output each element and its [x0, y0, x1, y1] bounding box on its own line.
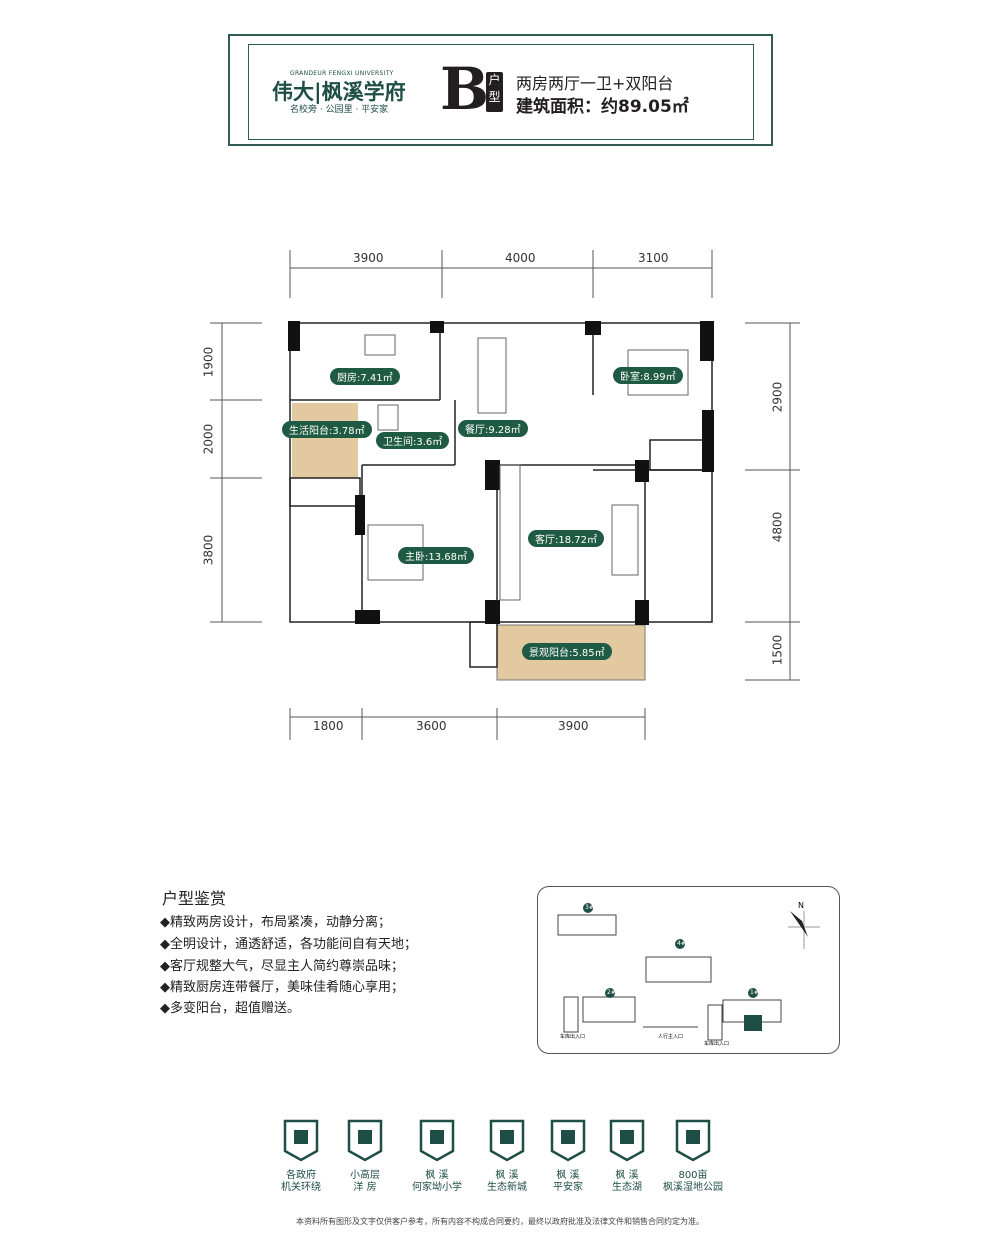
amenity-line1: 枫 溪	[495, 1170, 519, 1181]
tree-icon	[673, 1118, 713, 1162]
amenity-line2: 机关环绕	[281, 1182, 321, 1193]
amenity-line2: 生态湖	[612, 1182, 642, 1193]
unit-layout: 两房两厅一卫+双阳台	[516, 74, 674, 93]
building-label: 4#	[677, 940, 686, 947]
dim-top-2: 4000	[505, 251, 536, 265]
compass-icon	[790, 911, 808, 937]
entrance-label: 车库出入口	[704, 1041, 730, 1047]
feature-item: ◆精致厨房连带餐厅，美味佳肴随心享用；	[160, 980, 404, 995]
furniture	[364, 334, 689, 601]
amenity-label: 800亩枫溪湿地公园	[653, 1170, 733, 1194]
amenity-label: 各政府机关环绕	[261, 1170, 341, 1194]
unit-highlight	[744, 1015, 762, 1031]
north-label: N	[798, 901, 804, 910]
building-label: 3#	[585, 904, 594, 911]
amenity-line1: 各政府	[286, 1170, 316, 1181]
floor-plan	[210, 250, 800, 740]
entrance-label: 人行主入口	[658, 1034, 684, 1040]
dim-left-2: 2000	[201, 423, 216, 455]
structural-columns	[288, 321, 714, 625]
logo-english: GRANDEUR FENGXI UNIVERSITY	[290, 70, 394, 77]
lake-tree-icon	[607, 1118, 647, 1162]
amenity-line2: 洋 房	[353, 1182, 377, 1193]
officer-icon	[281, 1118, 321, 1162]
dining-table	[477, 337, 507, 414]
dim-bottom-3: 3900	[558, 719, 589, 733]
disclaimer: 本资料所有图形及文字仅供客户参考，所有内容不构成合同要约，最终以政府批准及法律文…	[296, 1217, 704, 1226]
header-scroll-frame	[228, 34, 773, 146]
amenity-line2: 何家坳小学	[412, 1182, 462, 1193]
room-label-kitchen: 厨房:7.41㎡	[330, 368, 400, 385]
amenity-line2: 生态新城	[487, 1182, 527, 1193]
amenity-line2: 平安家	[553, 1182, 583, 1193]
room-label-bedroom: 卧室:8.99㎡	[613, 367, 683, 384]
toilet	[377, 404, 399, 431]
building-3	[557, 914, 617, 936]
feature-item: ◆客厅规整大气，尽显主人简约尊崇品味；	[160, 959, 404, 974]
dim-right-2: 4800	[770, 511, 785, 543]
feature-item: ◆多变阳台，超值赠送。	[160, 1001, 300, 1016]
unit-tag: 户型	[486, 72, 503, 112]
room-label-dining: 餐厅:9.28㎡	[458, 420, 528, 437]
dimension-lines	[210, 250, 800, 740]
header-inner-frame	[248, 44, 754, 140]
dim-bottom-2: 3600	[416, 719, 447, 733]
amenity-line2: 枫溪湿地公园	[663, 1182, 723, 1193]
site-plan: 3# 4# 2# 1# N 车库出入口 人行主入口 车库出入口	[537, 886, 840, 1054]
amenity-label: 枫 溪生态新城	[467, 1170, 547, 1194]
feature-item: ◆精致两房设计，布局紧凑，动静分离；	[160, 915, 391, 930]
amenity-line1: 枫 溪	[615, 1170, 639, 1181]
feature-item: ◆全明设计，通透舒适，各功能间自有天地；	[160, 937, 417, 952]
tv-cabinet	[499, 464, 521, 601]
house-icon	[345, 1118, 385, 1162]
stove	[364, 334, 396, 356]
features-title: 户型鉴赏	[162, 889, 227, 908]
amenity-label: 枫 溪生态湖	[587, 1170, 667, 1194]
dim-right-1: 2900	[770, 381, 785, 413]
amenity-label: 枫 溪平安家	[528, 1170, 608, 1194]
amenity-line1: 枫 溪	[556, 1170, 580, 1181]
room-label-master-bedroom: 主卧:13.68㎡	[398, 547, 474, 564]
unit-area: 建筑面积：约89.05㎡	[516, 97, 689, 117]
room-label-bathroom: 卫生间:3.6㎡	[376, 432, 450, 449]
amenity-line1: 小高层	[350, 1170, 380, 1181]
amenity-label: 枫 溪何家坳小学	[397, 1170, 477, 1194]
room-label-view-balcony: 景观阳台:5.85㎡	[522, 643, 612, 660]
dim-left-1: 1900	[201, 346, 216, 378]
landscape-icon	[487, 1118, 527, 1162]
dim-top-3: 3100	[638, 251, 669, 265]
graduation-cap-icon	[548, 1118, 588, 1162]
building-4	[645, 956, 712, 983]
dim-top-1: 3900	[353, 251, 384, 265]
building-label: 1#	[750, 989, 759, 996]
dim-bottom-1: 1800	[313, 719, 344, 733]
building-label: 2#	[607, 989, 616, 996]
book-icon	[417, 1118, 457, 1162]
amenity-line1: 800亩	[678, 1170, 708, 1181]
entrance-label: 车库出入口	[560, 1034, 586, 1040]
amenity-line1: 枫 溪	[425, 1170, 449, 1181]
amenity-label: 小高层洋 房	[325, 1170, 405, 1194]
unit-letter: B	[440, 55, 490, 123]
dim-right-3: 1500	[770, 634, 785, 666]
dim-left-3: 3800	[201, 534, 216, 566]
room-label-living-room: 客厅:18.72㎡	[528, 530, 604, 547]
logo-chinese: 伟大|枫溪学府	[272, 80, 406, 104]
room-label-utility-balcony: 生活阳台:3.78㎡	[282, 421, 372, 438]
building-2	[582, 996, 636, 1023]
utility-balcony-floor	[292, 403, 358, 478]
logo-slogan: 名校旁 · 公园里 · 平安家	[290, 105, 389, 115]
sofa	[611, 504, 639, 576]
site-plan-drawing	[557, 903, 820, 1041]
